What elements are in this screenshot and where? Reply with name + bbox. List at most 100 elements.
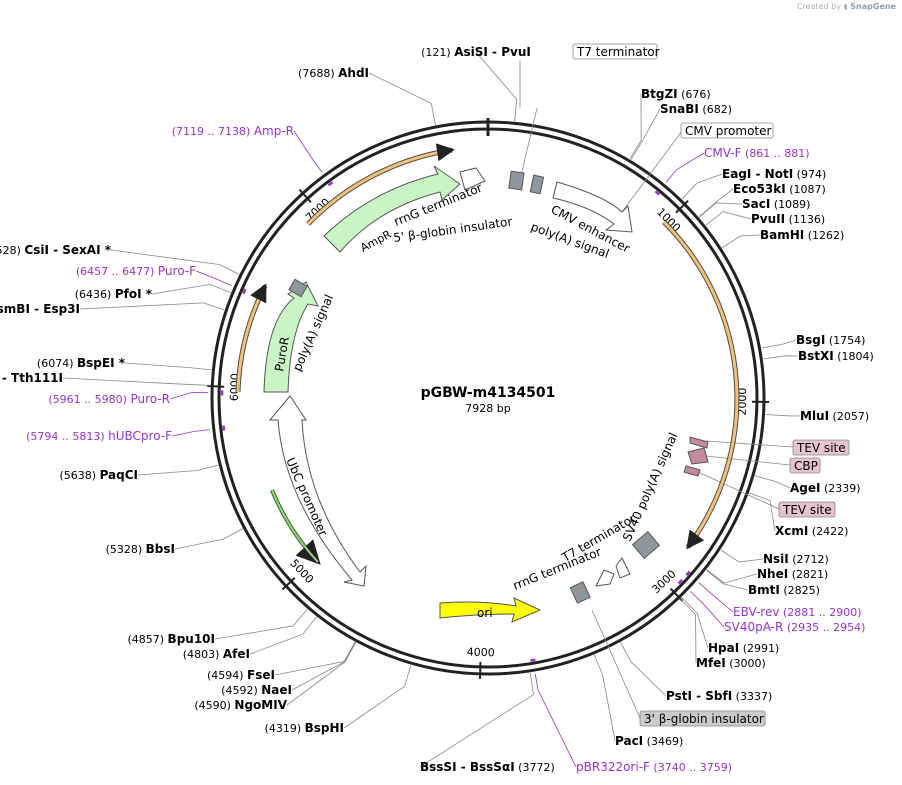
- primer-mark: [677, 579, 684, 585]
- enzyme-leader: [761, 339, 797, 349]
- enzyme-leader: [249, 616, 317, 655]
- t7-bottom-arrow-2: [615, 557, 631, 579]
- primer-coord: (3740 .. 3759): [650, 761, 732, 774]
- box-leader: [697, 471, 780, 510]
- enzyme-name: BmtI: [748, 583, 780, 597]
- enzyme-leader: [79, 302, 225, 311]
- enzyme-site: (4803) AfeI: [183, 647, 250, 661]
- enzyme-name: PacI: [615, 734, 643, 748]
- enzyme-site: (4319) BspHI: [265, 721, 344, 735]
- enzyme-label: (4319) BspHI: [265, 721, 344, 735]
- enzyme-site: (5638) PaqCI: [59, 468, 138, 482]
- feature-label-ori: ori: [477, 606, 493, 620]
- credit-brand: SnapGene: [850, 2, 896, 11]
- enzyme-name: PvuII: [751, 212, 785, 226]
- enzyme-site: BssSI - BssSαI (3772): [420, 760, 555, 774]
- enzyme-coord: (4803): [183, 648, 223, 661]
- enzyme-name: PflFI - Tth111I: [0, 371, 63, 385]
- enzyme-site: (5328) BbsI: [106, 542, 175, 556]
- enzyme-coord: (6528): [0, 244, 24, 257]
- primer-label: (6457 .. 6477) Puro-F: [76, 264, 196, 278]
- enzyme-coord: (2821): [788, 568, 828, 581]
- enzyme-coord: (5638): [59, 469, 99, 482]
- plasmid-name: pGBW-m4134501: [421, 385, 556, 401]
- enzyme-leader: [698, 202, 743, 218]
- enzyme-site: BtgZI (676): [641, 87, 711, 101]
- feature-box: [639, 710, 766, 727]
- primer-coord: (2881 .. 2900): [779, 606, 861, 619]
- enzyme-label: MfeI (3000): [696, 656, 766, 670]
- enzyme-name: BtgZI: [641, 87, 678, 101]
- enzyme-site: XcmI (2422): [775, 524, 848, 538]
- feature-box: [680, 122, 774, 139]
- enzyme-label: EagI - NotI (974): [722, 167, 826, 181]
- enzyme-site: MfeI (3000): [696, 656, 766, 670]
- orf-arc-left-fill: [236, 283, 267, 393]
- enzyme-label: (6353) BsmBI - Esp3I: [0, 302, 80, 316]
- enzyme-label: PvuII (1136): [751, 212, 825, 226]
- primer-coord: (5961 .. 5980): [48, 393, 130, 406]
- enzyme-name: PaqCI: [100, 468, 138, 482]
- box-leader: [519, 107, 538, 181]
- enzyme-coord: (1087): [786, 183, 826, 196]
- globin-top-box-2: [529, 174, 545, 195]
- enzyme-coord: (7688): [298, 67, 338, 80]
- enzyme-site: BmtI (2825): [748, 583, 820, 597]
- cmv-enhancer-arrow: [552, 181, 633, 233]
- enzyme-name: NgoMIV: [234, 698, 287, 712]
- feature-box-text: 3' β-globin insulator: [644, 712, 764, 726]
- enzyme-name: SacI: [742, 197, 770, 211]
- enzyme-coord: (4594): [207, 669, 247, 682]
- enzyme-label: BamHI (1262): [760, 228, 844, 242]
- enzyme-leader: [291, 642, 356, 691]
- enzyme-label: (6003) PflFI - Tth111I: [0, 371, 63, 385]
- primer-leader: [171, 429, 210, 437]
- enzyme-leader: [698, 188, 734, 218]
- enzyme-coord: (2057): [829, 410, 869, 423]
- enzyme-name: MfeI: [696, 656, 726, 670]
- enzyme-name: BsmBI - Esp3I: [0, 302, 80, 316]
- enzyme-label: (7688) AhdI: [298, 66, 369, 80]
- enzyme-leader: [681, 173, 723, 200]
- sv40-box: [631, 530, 661, 560]
- polya-left-box: [288, 278, 308, 298]
- primer-mark: [530, 658, 536, 662]
- credit-prefix: Created by: [796, 2, 841, 11]
- enzyme-name: BbsI: [146, 542, 175, 556]
- box-leader: [705, 440, 794, 448]
- enzyme-coord: (1136): [785, 213, 825, 226]
- primer-mark: [685, 570, 691, 577]
- enzyme-coord: (4857): [127, 633, 167, 646]
- enzyme-name: BstXI: [798, 349, 834, 363]
- enzyme-coord: (3469): [643, 735, 683, 748]
- enzyme-site: SacI (1089): [742, 197, 810, 211]
- enzyme-coord: (1754): [825, 334, 865, 347]
- enzyme-coord: (3000): [726, 657, 766, 670]
- tick-mark: [281, 577, 296, 591]
- primer-coord: (2935 .. 2954): [783, 621, 865, 634]
- enzyme-label: BstXI (1804): [798, 349, 874, 363]
- orf-arc-left: [235, 284, 268, 393]
- t7-bottom-arrow: [595, 569, 615, 587]
- primer-label: (7119 .. 7138) Amp-R: [172, 124, 294, 138]
- enzyme-name: XcmI: [775, 524, 808, 538]
- enzyme-coord: (1089): [770, 198, 810, 211]
- enzyme-site: PvuII (1136): [751, 212, 825, 226]
- feature-box-label: 3' β-globin insulator: [639, 710, 766, 727]
- puror-arrow: [263, 281, 319, 393]
- enzyme-label: (4857) Bpu10I: [127, 632, 215, 646]
- enzyme-coord: (4319): [265, 722, 305, 735]
- enzyme-leader: [174, 528, 243, 550]
- orf-arc-right-fill: [662, 220, 739, 550]
- enzyme-site: PacI (3469): [615, 734, 683, 748]
- enzyme-coord: (4592): [221, 684, 261, 697]
- enzyme-coord: (682): [699, 103, 732, 116]
- feature-box-text: CMV promoter: [685, 124, 772, 138]
- enzyme-site: (121) AsiSI - PvuI: [421, 45, 531, 59]
- enzyme-label: (6074) BspEI *: [37, 356, 126, 370]
- primer-label: SV40pA-R (2935 .. 2954): [724, 620, 865, 634]
- primer-label: EBV-rev (2881 .. 2900): [733, 605, 862, 619]
- enzyme-site: (7688) AhdI: [298, 66, 369, 80]
- enzyme-coord: (2339): [820, 482, 860, 495]
